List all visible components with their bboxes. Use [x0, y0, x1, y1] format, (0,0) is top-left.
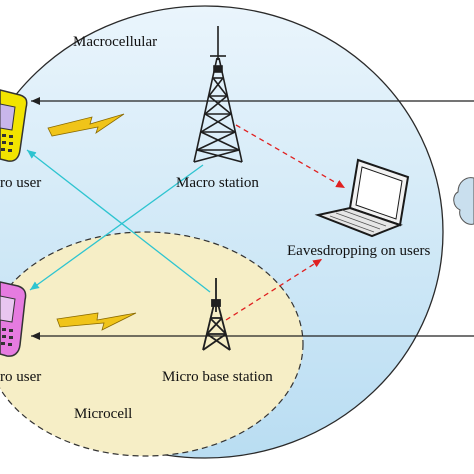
micro-eavesdrop-link: [225, 258, 323, 321]
macro-station-to-micro-user-link: [29, 164, 204, 291]
micro-base-station-label: Micro base station: [162, 369, 273, 385]
mobile-phone-icon: [0, 281, 27, 357]
lightning-bolt-icon: [56, 312, 137, 331]
microcell-region: [0, 231, 304, 457]
macro-user-label: ro user: [0, 175, 41, 191]
antenna-icon: [202, 278, 231, 351]
macro-station-label: Macro station: [176, 175, 259, 191]
micro-user-label: ro user: [0, 369, 41, 385]
macro-eavesdrop-link: [235, 124, 346, 189]
macrocellular-label: Macrocellular: [73, 34, 157, 50]
mobile-phone-icon: [0, 89, 28, 162]
laptop-icon: [314, 158, 410, 238]
cloud-icon: [453, 177, 474, 225]
micro-station-to-macro-user-link: [26, 149, 211, 293]
microcell-label: Microcell: [74, 406, 132, 422]
lattice-tower-icon: [193, 26, 243, 163]
eavesdropping-label: Eavesdropping on users: [287, 243, 430, 259]
lightning-bolt-icon: [47, 113, 125, 137]
